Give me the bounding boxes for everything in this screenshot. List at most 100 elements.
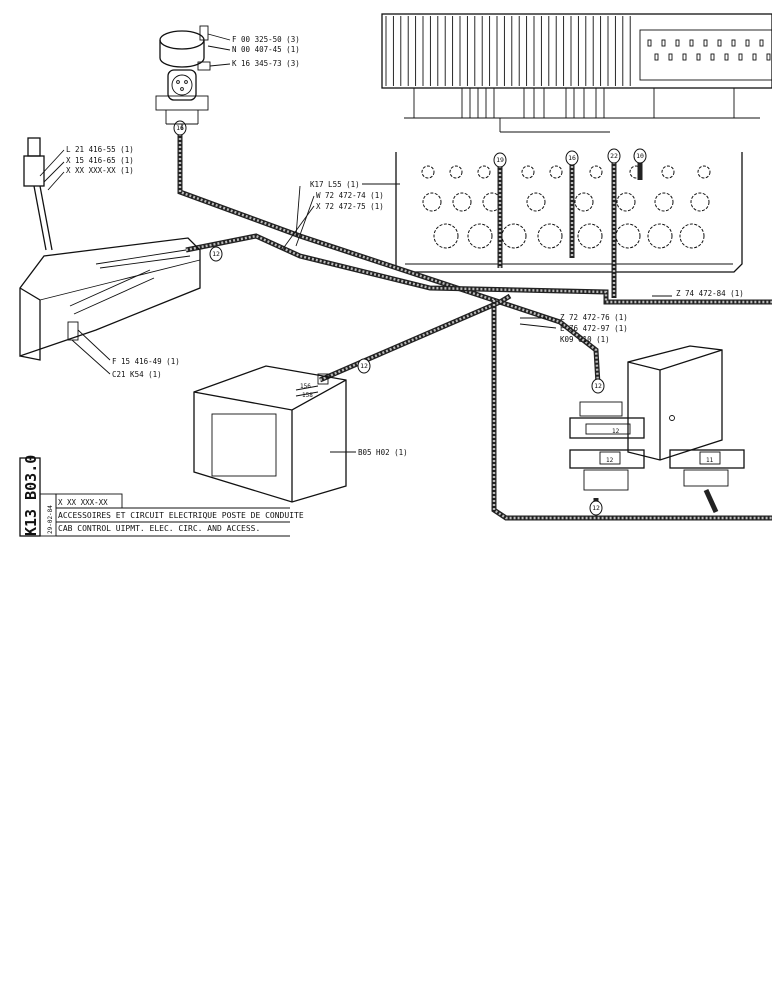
conn-label: 12 [612, 428, 620, 435]
panel-hole [589, 165, 603, 179]
label-x15416: X 15 416-65 (1) [66, 156, 134, 165]
label-x72472: X 72 472-75 (1) [316, 202, 384, 211]
dashboard-panel [395, 152, 743, 273]
title-block [19, 457, 290, 537]
terminal-slot [766, 53, 771, 61]
terminal-slot [710, 53, 715, 61]
panel-hole [647, 223, 673, 249]
svg-text:16: 16 [176, 124, 184, 132]
label-z72472: Z 72 472-76 (1) [560, 313, 628, 322]
terminal-slot [675, 39, 680, 47]
panel-hole [690, 192, 710, 212]
svg-text:16: 16 [568, 154, 576, 162]
label-f00325: F 00 325-50 (3) [232, 35, 300, 44]
panel-hole [422, 192, 442, 212]
label-k17l55: K17 L55 (1) [310, 180, 360, 189]
panel-hole [654, 192, 674, 212]
panel-hole [521, 165, 535, 179]
panel-hole [549, 165, 563, 179]
terminal-strip [381, 13, 772, 89]
terminal-slot [668, 53, 673, 61]
svg-text:19: 19 [496, 156, 504, 164]
svg-text:12: 12 [592, 504, 600, 512]
label-156: 156 [300, 383, 311, 390]
connector-right: 11 [669, 449, 745, 487]
terminal-slot [752, 53, 757, 61]
label-n00407: N 00 407-45 (1) [232, 45, 300, 54]
wire-tag: 10 [633, 148, 647, 164]
label-z74472: Z 74 472-84 (1) [676, 289, 744, 298]
strip-wires [404, 88, 760, 133]
connector-upper: 12 12 [569, 401, 645, 491]
panel-hole [467, 223, 493, 249]
label-w72472: W 72 472-74 (1) [316, 191, 384, 200]
wire-tag: 22 [607, 148, 621, 164]
panel-hole [661, 165, 675, 179]
control-lever [23, 137, 65, 251]
title-fr: ACCESSOIRES ET CIRCUIT ELECTRIQUE POSTE … [58, 511, 304, 520]
label-k09c10: K09 C10 (1) [560, 335, 610, 344]
wire-tag: 19 [493, 152, 507, 168]
terminal-slot [654, 53, 659, 61]
label-xxx: X XX XXX-XX (1) [66, 166, 134, 175]
terminal-slot [724, 53, 729, 61]
conn-label: 12 [606, 457, 614, 464]
label-l21416: L 21 416-55 (1) [66, 145, 134, 154]
panel-hole [537, 223, 563, 249]
svg-text:12: 12 [212, 250, 220, 258]
panel-hole [477, 165, 491, 179]
terminal-slot [682, 53, 687, 61]
drawing-date: 29-02-84 [47, 505, 54, 534]
label-f15416: F 15 416-49 (1) [112, 357, 180, 366]
wire-tag: 12 [209, 246, 223, 262]
panel-hole [697, 165, 711, 179]
wire-tag: 16 [565, 150, 579, 166]
terminal-slot [738, 53, 743, 61]
panel-hole [449, 165, 463, 179]
title-en: CAB CONTROL UIPMT. ELEC. CIRC. AND ACCES… [58, 524, 260, 533]
terminal-slot [731, 39, 736, 47]
ref-code: X XX XXX-XX [58, 498, 108, 507]
harness [177, 130, 772, 521]
wire-tag: 12 [357, 358, 371, 374]
console-base [19, 237, 201, 375]
wire-tag: 16 [173, 120, 187, 136]
panel-hole [421, 165, 435, 179]
label-k16345: K 16 345-73 (3) [232, 59, 300, 68]
label-c21k54: C21 K54 (1) [112, 370, 162, 379]
terminal-slot [661, 39, 666, 47]
svg-text:22: 22 [610, 152, 618, 160]
terminal-slot [689, 39, 694, 47]
svg-text:12: 12 [360, 362, 368, 370]
rotary-switch [155, 25, 231, 130]
svg-text:12: 12 [594, 382, 602, 390]
terminal-slot [647, 39, 652, 47]
svg-text:10: 10 [636, 152, 644, 160]
label-e76472: E 76 472-97 (1) [560, 324, 628, 333]
conn-label: 11 [706, 457, 714, 464]
panel-hole [615, 223, 641, 249]
panel-hole [526, 192, 546, 212]
wire-tag: 12 [591, 378, 605, 394]
panel-hole [574, 192, 594, 212]
terminal-slot [717, 39, 722, 47]
electronic-box [193, 365, 347, 503]
center-leaders [281, 183, 672, 453]
terminal-slot [703, 39, 708, 47]
panel-hole [679, 223, 705, 249]
terminal-slot [745, 39, 750, 47]
panel-hole [433, 223, 459, 249]
terminal-slot [759, 39, 764, 47]
label-158: 158 [302, 392, 313, 399]
wire-tag: 12 [589, 500, 603, 516]
drawing-code: K13 B03.0 [22, 455, 40, 536]
panel-hole [577, 223, 603, 249]
panel-hole [616, 192, 636, 212]
panel-hole [452, 192, 472, 212]
label-b05h02: B05 H02 (1) [358, 448, 408, 457]
panel-hole [501, 223, 527, 249]
wire-tags: 16 12 19 16 22 10 12 12 12 [173, 120, 647, 516]
terminal-slot [696, 53, 701, 61]
